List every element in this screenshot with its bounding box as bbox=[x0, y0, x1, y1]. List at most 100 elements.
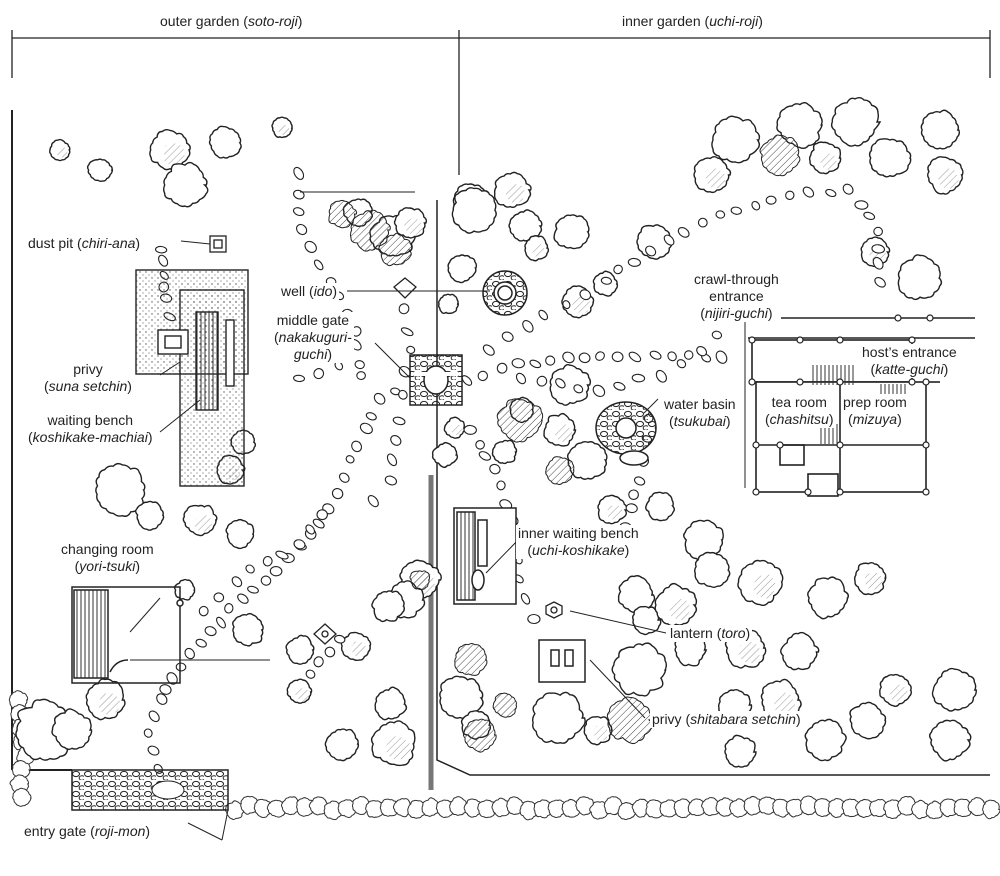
house-post bbox=[926, 314, 934, 322]
shrub-mass bbox=[606, 696, 654, 745]
tree-canopy bbox=[920, 109, 961, 150]
hedge-shrub bbox=[435, 799, 455, 818]
stepping-stone bbox=[313, 259, 324, 271]
stepping-stone bbox=[527, 613, 541, 625]
stepping-stone bbox=[520, 592, 531, 605]
label-prep-room: prep room (mizuya) bbox=[841, 394, 909, 428]
shrub-mass bbox=[328, 199, 358, 229]
entry-gate-jp: roji-mon bbox=[94, 823, 146, 839]
house-post bbox=[908, 378, 916, 386]
hedge-shrub bbox=[603, 796, 623, 816]
tree-shade bbox=[606, 505, 623, 520]
house-post bbox=[836, 488, 844, 496]
stepping-stone bbox=[224, 603, 234, 614]
dust-pit-text: dust pit bbox=[28, 235, 74, 251]
prep-room-jp: mizuya bbox=[852, 411, 898, 427]
hedge-shrub bbox=[758, 796, 777, 815]
stepping-stone bbox=[216, 616, 226, 629]
stepping-stone bbox=[730, 206, 743, 215]
house-post bbox=[922, 378, 930, 386]
label-crawl-entrance: crawl-through entrance (nijiri-guchi) bbox=[692, 271, 781, 322]
house-post bbox=[894, 314, 902, 322]
label-waiting-bench: waiting bench (koshikake-machiai) bbox=[26, 412, 155, 446]
hosts-entrance-jp: katte-guchi bbox=[875, 361, 944, 377]
shrub-mass bbox=[378, 232, 413, 267]
crawl-entrance-jp: nijiri-guchi bbox=[704, 305, 768, 321]
stepping-stone bbox=[345, 455, 355, 464]
stepping-stone bbox=[676, 359, 687, 369]
stepping-stone bbox=[213, 592, 225, 603]
inner-bench-structure bbox=[453, 507, 517, 605]
hedge-shrub bbox=[743, 795, 763, 816]
house-post bbox=[748, 378, 756, 386]
stepping-stone bbox=[356, 371, 366, 381]
stepping-stone bbox=[595, 351, 605, 361]
prep-room-text: prep room bbox=[843, 394, 907, 410]
crawl-entrance-line1: crawl-through bbox=[694, 271, 779, 287]
middle-gate-jp2: guchi bbox=[293, 346, 328, 362]
tree-shade bbox=[56, 146, 68, 158]
tree-canopy bbox=[374, 686, 408, 721]
label-privy-outer: privy (suna setchin) bbox=[42, 361, 134, 395]
shrub-mass bbox=[462, 718, 497, 753]
water-basin-structure bbox=[595, 401, 657, 466]
house-post bbox=[922, 488, 930, 496]
tree-canopy bbox=[447, 254, 478, 284]
house-post bbox=[804, 488, 812, 496]
stepping-stone bbox=[159, 684, 172, 695]
changing-room-jp: yori-tsuki bbox=[79, 558, 136, 574]
tree-canopy bbox=[324, 728, 360, 762]
stepping-stone bbox=[334, 634, 346, 644]
hedge-shrub bbox=[785, 798, 804, 818]
stepping-stone bbox=[555, 378, 566, 389]
stepping-stone bbox=[573, 384, 584, 394]
stepping-stone bbox=[293, 166, 305, 180]
tree-canopy bbox=[531, 691, 586, 744]
label-dust-pit: dust pit (chiri-ana) bbox=[26, 235, 143, 252]
stepping-stone bbox=[275, 550, 289, 560]
tree-shade bbox=[278, 124, 290, 136]
tree-canopy bbox=[711, 115, 761, 164]
stepping-stone bbox=[873, 226, 883, 237]
stepping-stone bbox=[386, 453, 398, 467]
privy-outer-text: privy bbox=[73, 361, 103, 377]
tree-canopy bbox=[776, 102, 823, 150]
shrub-mass bbox=[492, 692, 517, 718]
waiting-bench-structure bbox=[135, 269, 249, 487]
stepping-stone bbox=[562, 351, 575, 364]
hedge-shrub bbox=[617, 802, 637, 821]
tree-canopy bbox=[225, 518, 255, 550]
stepping-stone bbox=[613, 264, 623, 275]
tree-shade bbox=[668, 598, 691, 621]
stepping-stone bbox=[166, 672, 178, 685]
stepping-stone bbox=[715, 350, 728, 364]
tree-shade bbox=[295, 688, 309, 702]
stepping-stone bbox=[398, 389, 408, 400]
hedge-shrub bbox=[323, 800, 343, 821]
tree-shade bbox=[97, 692, 121, 715]
tree-canopy bbox=[285, 634, 315, 665]
stepping-stone bbox=[292, 189, 305, 200]
well-jp: ido bbox=[313, 283, 333, 299]
tree-canopy bbox=[491, 439, 518, 465]
tree-canopy bbox=[780, 631, 820, 671]
stepping-stone bbox=[489, 463, 501, 475]
stepping-stone bbox=[655, 369, 667, 383]
stepping-stone bbox=[392, 416, 406, 426]
tree-shade bbox=[193, 515, 213, 532]
tree-canopy bbox=[724, 734, 757, 768]
stepping-stone bbox=[501, 331, 514, 342]
stepping-stone bbox=[631, 373, 646, 383]
shrub-mass bbox=[545, 456, 575, 485]
stepping-stone bbox=[545, 355, 556, 366]
stepping-stone bbox=[231, 576, 243, 588]
tree-canopy bbox=[929, 719, 972, 762]
stepping-stone bbox=[184, 647, 195, 660]
middle-gate-structure bbox=[409, 354, 463, 406]
stepping-stone bbox=[477, 370, 489, 382]
middle-gate-jp1: nakakuguri- bbox=[278, 329, 352, 345]
stepping-stone bbox=[482, 344, 495, 356]
hedge-shrub bbox=[519, 800, 539, 821]
stepping-stone bbox=[611, 351, 624, 363]
